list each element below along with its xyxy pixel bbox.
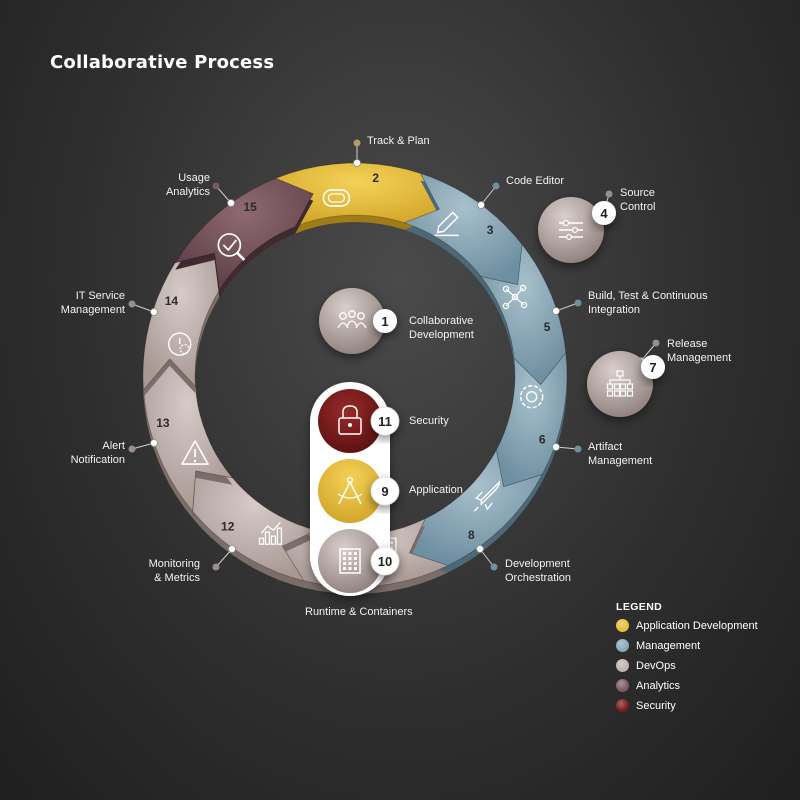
legend-label: DevOps [636,659,676,672]
connector-5 [476,545,498,571]
rocket-icon [473,480,500,512]
node-1: 1 [319,288,397,354]
compass-icon [337,476,363,505]
connector-9 [212,182,235,207]
artifact-gear-icon [519,384,544,409]
service-gear-icon [168,332,192,356]
label-monitoring-metrics: Monitoring & Metrics [148,558,200,584]
pill-node-9: 9 [318,459,400,523]
label-track-plan: Track & Plan [367,135,430,147]
sliders-icon [559,219,583,241]
hierarchy-icon [606,370,634,397]
ring-segment-2: 2 [274,162,440,234]
legend-title: LEGEND [616,601,663,613]
pencil-icon [434,211,459,237]
legend-item-application-development: Application Development [616,619,758,632]
page-title: Collaborative Process [50,52,275,73]
legend-label: Analytics [636,679,681,692]
label-collaborative-development: Collaborative Development [409,315,474,341]
pill-node-11: 11 [318,389,400,453]
label-alert-notification: Alert Notification [70,440,125,466]
node-number: 7 [649,360,656,375]
node-number: 1 [381,314,388,329]
magnifier-check-icon [217,233,246,261]
ring-segment-14: 14 [142,252,220,397]
connector-2 [477,182,500,209]
label-development-orchestration: Development Orchestration [505,558,572,584]
label-application: Application [409,484,463,496]
legend-swatch [616,699,629,712]
legend-swatch [616,639,629,652]
ring-segment-number: 6 [539,432,546,446]
label-usage-analytics: Usage Analytics [165,172,210,198]
people-icon [337,310,367,329]
track-icon [322,189,351,207]
ring-segment-number: 2 [372,171,379,185]
label-build-test: Build, Test & Continuous Integration [588,290,708,316]
pill-node-10: 10 [318,529,400,593]
label-security: Security [409,415,449,427]
label-source-control: Source Control [620,187,656,213]
node-7: 7 [587,351,665,417]
pill-node-number: 10 [378,554,392,569]
node-4: 4 [538,197,616,263]
ring-segment-number: 12 [221,520,235,534]
pill-node-number: 11 [378,414,392,429]
ring-segment-number: 3 [487,223,494,237]
ring-segment-number: 13 [156,416,170,430]
connector-1 [353,139,361,167]
label-runtime-containers: Runtime & Containers [305,606,413,618]
legend-swatch [616,619,629,632]
legend-label: Security [636,699,676,712]
legend-item-devops: DevOps [616,659,676,672]
legend-item-security: Security [616,699,676,712]
connector-7 [128,439,158,453]
ring-segment-number: 14 [165,294,179,308]
legend-label: Management [636,639,701,652]
label-it-service-management: IT Service Management [60,290,125,316]
ring-segment-number: 5 [544,320,551,334]
label-release-management: Release Management [667,338,732,364]
building-icon [339,548,361,574]
node-number: 4 [600,206,608,221]
pill-node-number: 9 [381,484,388,499]
connector-6 [212,545,236,571]
network-icon [502,284,528,310]
bar-chart-icon [258,521,283,545]
legend-label: Application Development [636,619,758,632]
label-artifact-management: Artifact Management [588,441,653,467]
lock-icon [338,405,362,435]
legend-item-management: Management [616,639,700,652]
legend-item-analytics: Analytics [616,679,680,692]
ring-segment-number: 15 [243,200,257,214]
connector-4 [552,443,582,453]
legend-swatch [616,679,629,692]
ring-segment-15: 15 [174,177,314,298]
legend-swatch [616,659,629,672]
label-code-editor: Code Editor [506,175,565,187]
ring-segment-number: 8 [468,528,475,542]
connector-3 [552,299,582,315]
alert-icon [181,440,209,465]
connector-8 [128,300,158,316]
ring-segment-6: 6 [495,351,568,494]
